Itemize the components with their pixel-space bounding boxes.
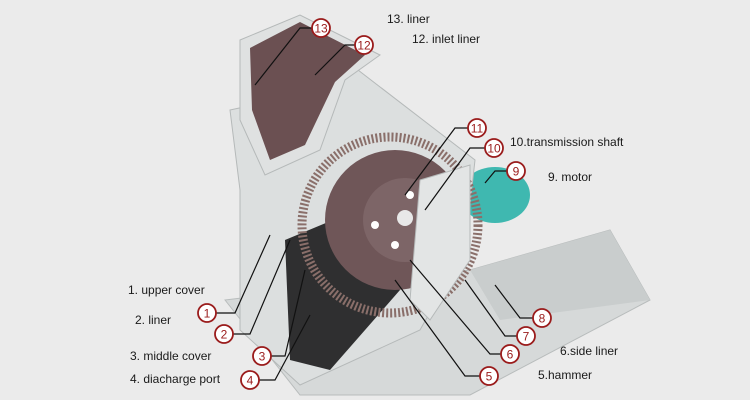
- callout-2: 2: [214, 324, 234, 344]
- label-10: 10.transmission shaft: [510, 135, 624, 149]
- bolt-hole: [391, 241, 399, 249]
- bolt-hole: [371, 221, 379, 229]
- callout-number: 3: [259, 350, 266, 364]
- bolt-hole: [406, 191, 414, 199]
- label-2: 2. liner: [135, 313, 172, 327]
- callout-number: 6: [507, 348, 514, 362]
- callout-circle: [467, 118, 487, 138]
- callout-circle: [479, 366, 499, 386]
- callout-number: 7: [523, 330, 530, 344]
- callout-11: 11: [467, 118, 487, 138]
- callout-number: 5: [486, 370, 493, 384]
- callout-3: 3: [252, 346, 272, 366]
- callout-number: 9: [513, 165, 520, 179]
- rotor-teeth: [297, 132, 483, 318]
- callout-number: 13: [314, 22, 328, 36]
- callout-9: 9: [506, 161, 526, 181]
- callout-6: 6: [500, 344, 520, 364]
- label-12: 12. inlet liner: [412, 32, 481, 46]
- callout-number: 8: [539, 312, 546, 326]
- callout-circle: [214, 324, 234, 344]
- label-4: 4. diacharge port: [130, 372, 221, 386]
- callout-circle: [252, 346, 272, 366]
- callout-4: 4: [240, 370, 260, 390]
- side-cover: [409, 164, 471, 321]
- inlet-liner: [250, 22, 365, 160]
- callout-circle: [484, 138, 504, 158]
- callout-10: 10: [484, 138, 504, 158]
- callout-number: 4: [247, 374, 254, 388]
- transmission-shaft: [397, 210, 413, 226]
- side-rail: [470, 230, 650, 320]
- label-1: 1. upper cover: [128, 283, 205, 297]
- callout-circle: [506, 161, 526, 181]
- callout-circle: [311, 18, 331, 38]
- callout-circle: [354, 35, 374, 55]
- callout-number: 2: [221, 328, 228, 342]
- callout-number: 12: [357, 39, 371, 53]
- label-9: 9. motor: [548, 170, 593, 184]
- callout-circle: [532, 308, 552, 328]
- callout-circle: [197, 303, 217, 323]
- callout-circle: [500, 344, 520, 364]
- callout-circle: [516, 326, 536, 346]
- label-6: 6.side liner: [560, 344, 619, 358]
- callout-5: 5: [479, 366, 499, 386]
- label-13: 13. liner: [387, 12, 430, 26]
- callout-12: 12: [354, 35, 374, 55]
- callout-number: 1: [204, 307, 211, 321]
- callout-1: 1: [197, 303, 217, 323]
- callout-number: 11: [471, 122, 484, 136]
- callout-13: 13: [311, 18, 331, 38]
- callout-number: 10: [487, 142, 501, 156]
- callout-circle: [240, 370, 260, 390]
- leader-lines: [214, 27, 535, 381]
- callout-8: 8: [532, 308, 552, 328]
- label-3: 3. middle cover: [130, 349, 212, 363]
- callout-7: 7: [516, 326, 536, 346]
- label-5: 5.hammer: [538, 368, 593, 382]
